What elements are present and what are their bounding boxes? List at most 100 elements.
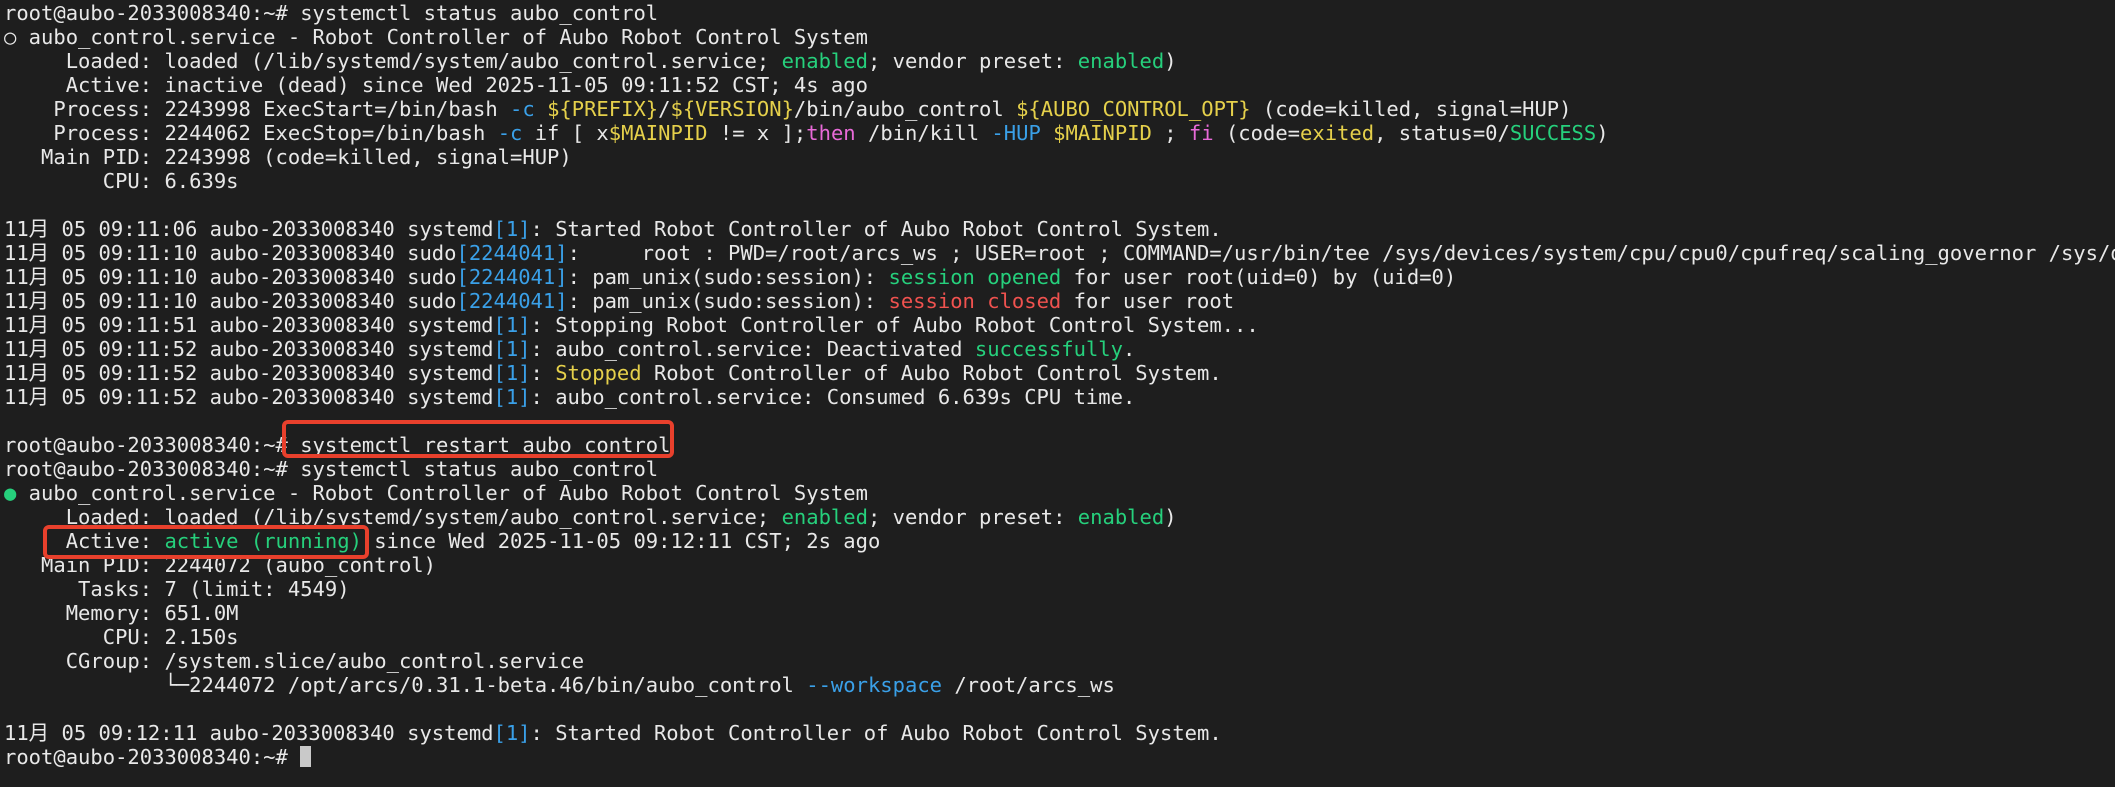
terminal-text-segment: 11月 05 09:11:52 aubo-2033008340 systemd — [4, 337, 494, 361]
terminal-text-segment: for user root — [1061, 289, 1235, 313]
terminal-text-segment: (code= — [1213, 121, 1301, 145]
terminal-text-segment: --workspace — [806, 673, 942, 697]
terminal-line-status-header: ○ aubo_control.service - Robot Controlle… — [4, 25, 2115, 49]
terminal-text-segment: Tasks: 7 (limit: 4549) — [4, 577, 350, 601]
terminal-line-log: 11月 05 09:11:52 aubo-2033008340 systemd[… — [4, 361, 2115, 385]
terminal-text-segment: active (running) — [164, 529, 362, 553]
terminal-text-segment: ${AUBO_CONTROL_OPT} — [1016, 97, 1251, 121]
terminal-line-status: Loaded: loaded (/lib/systemd/system/aubo… — [4, 49, 2115, 73]
terminal-text-segment: [1] — [493, 721, 531, 745]
terminal-text-segment: (code=killed, signal=HUP) — [1250, 97, 1572, 121]
terminal-text-segment: [2244041] — [456, 265, 568, 289]
terminal-text-segment: 11月 05 09:11:52 aubo-2033008340 systemd — [4, 385, 494, 409]
terminal-line-status: Main PID: 2244072 (aubo_control) — [4, 553, 2115, 577]
terminal-text-segment: 11月 05 09:11:52 aubo-2033008340 systemd — [4, 361, 494, 385]
terminal-text-segment: [2244041] — [456, 289, 568, 313]
terminal-text-segment: ; — [1151, 121, 1189, 145]
terminal-text-segment: ${PREFIX} — [547, 97, 659, 121]
terminal-text-segment: Memory: 651.0M — [4, 601, 239, 625]
terminal-text-segment: session closed — [888, 289, 1062, 313]
terminal-text-segment: Process: 2244062 ExecStop=/bin/bash — [4, 121, 498, 145]
terminal-text-segment: [2244041] — [456, 241, 568, 265]
terminal-text-segment: Process: 2243998 ExecStart=/bin/bash — [4, 97, 511, 121]
terminal-text-segment: ) — [1596, 121, 1609, 145]
terminal-text-segment: : aubo_control.service: Deactivated — [530, 337, 975, 361]
terminal-text-segment: [1] — [493, 337, 531, 361]
terminal-text-segment: / — [658, 97, 671, 121]
terminal-text-segment: Stopped — [555, 361, 642, 385]
terminal-text-segment — [1041, 121, 1053, 145]
terminal-text-segment: != x ]; — [707, 121, 807, 145]
terminal-line-blank — [4, 193, 2115, 217]
terminal-line-status: Active: active (running) since Wed 2025-… — [4, 529, 2115, 553]
terminal-text-segment: [1] — [493, 385, 531, 409]
terminal-line-status: Tasks: 7 (limit: 4549) — [4, 577, 2115, 601]
terminal-line-blank — [4, 409, 2115, 433]
terminal-text-segment: enabled — [781, 49, 868, 73]
terminal-line-status: Memory: 651.0M — [4, 601, 2115, 625]
terminal-text-segment: 11月 05 09:11:10 aubo-2033008340 sudo — [4, 265, 457, 289]
terminal-text-segment: CPU: 6.639s — [4, 169, 239, 193]
terminal-text-segment: : Started Robot Controller of Aubo Robot… — [530, 217, 1222, 241]
terminal-text-segment: fi — [1188, 121, 1214, 145]
terminal-line-log: 11月 05 09:11:10 aubo-2033008340 sudo[224… — [4, 289, 2115, 313]
terminal-line-log: 11月 05 09:11:52 aubo-2033008340 systemd[… — [4, 337, 2115, 361]
terminal-line-status: CPU: 2.150s — [4, 625, 2115, 649]
terminal-line-blank — [4, 697, 2115, 721]
terminal-line-log: 11月 05 09:11:10 aubo-2033008340 sudo[224… — [4, 265, 2115, 289]
terminal-text-segment: : pam_unix(sudo:session): — [567, 289, 889, 313]
terminal-line-status: CPU: 6.639s — [4, 169, 2115, 193]
terminal-text-segment: then — [806, 121, 856, 145]
terminal-line-status: Main PID: 2243998 (code=killed, signal=H… — [4, 145, 2115, 169]
terminal-text-segment: : root : PWD=/root/arcs_ws ; USER=root ;… — [567, 241, 2115, 265]
terminal-text-segment: /bin/aubo_control — [793, 97, 1017, 121]
terminal-text-segment: [1] — [493, 217, 531, 241]
terminal-line-prompt: root@aubo-2033008340:~# systemctl status… — [4, 1, 2115, 25]
terminal-cursor — [300, 746, 312, 767]
terminal-text-segment: Loaded: loaded (/lib/systemd/system/aubo… — [4, 505, 782, 529]
terminal-line-prompt: root@aubo-2033008340:~# systemctl status… — [4, 457, 2115, 481]
terminal-text-segment: ${VERSION} — [670, 97, 794, 121]
terminal-text-segment: : Started Robot Controller of Aubo Robot… — [530, 721, 1222, 745]
terminal-text-segment: for user root(uid=0) by (uid=0) — [1061, 265, 1457, 289]
terminal-text-segment: : aubo_control.service: Consumed 6.639s … — [530, 385, 1136, 409]
terminal-text-segment: SUCCESS — [1509, 121, 1597, 145]
terminal-line-status-header: ● aubo_control.service - Robot Controlle… — [4, 481, 2115, 505]
terminal-text-segment: [1] — [493, 361, 531, 385]
terminal-text-segment: session opened — [888, 265, 1062, 289]
terminal-text-segment: Main PID: 2244072 (aubo_control) — [4, 553, 436, 577]
terminal-text-segment: root@aubo-2033008340:~# systemctl status… — [4, 457, 659, 481]
terminal-line-prompt-active: root@aubo-2033008340:~# — [4, 745, 2115, 769]
terminal-text-segment: $MAINPID — [608, 121, 708, 145]
terminal-text-segment: ; vendor preset: — [867, 505, 1078, 529]
terminal-text-segment: , status=0/ — [1374, 121, 1510, 145]
terminal-output[interactable]: root@aubo-2033008340:~# systemctl status… — [4, 1, 2115, 787]
terminal-text-segment: Loaded: loaded (/lib/systemd/system/aubo… — [4, 49, 782, 73]
terminal-text-segment: ● — [4, 481, 17, 505]
terminal-line-status: Process: 2243998 ExecStart=/bin/bash -c … — [4, 97, 2115, 121]
terminal-text-segment: if [ x — [522, 121, 609, 145]
terminal-line-log: 11月 05 09:11:52 aubo-2033008340 systemd[… — [4, 385, 2115, 409]
terminal-text-segment: since Wed 2025-11-05 09:12:11 CST; 2s ag… — [361, 529, 881, 553]
terminal-text-segment: 11月 05 09:11:51 aubo-2033008340 systemd — [4, 313, 494, 337]
terminal-text-segment: ) — [1164, 49, 1177, 73]
terminal-text-segment: 11月 05 09:11:10 aubo-2033008340 sudo — [4, 241, 457, 265]
terminal-line-status: CGroup: /system.slice/aubo_control.servi… — [4, 649, 2115, 673]
terminal-text-segment: enabled — [1077, 49, 1165, 73]
terminal-text-segment: : Stopping Robot Controller of Aubo Robo… — [530, 313, 1259, 337]
terminal-text-segment: root@aubo-2033008340:~# systemctl status… — [4, 1, 659, 25]
terminal-line-status: Loaded: loaded (/lib/systemd/system/aubo… — [4, 505, 2115, 529]
terminal-text-segment: . — [1122, 337, 1136, 361]
terminal-text-segment: Active: — [4, 529, 165, 553]
terminal-text-segment: ; vendor preset: — [867, 49, 1078, 73]
terminal-text-segment: $MAINPID — [1053, 121, 1152, 145]
terminal-text-segment: Active: inactive (dead) since Wed 2025-1… — [4, 73, 868, 97]
terminal-text-segment: /root/arcs_ws — [942, 673, 1115, 697]
terminal-text-segment: /bin/kill — [855, 121, 992, 145]
terminal-text-segment: Main PID: 2243998 (code=killed, signal=H… — [4, 145, 572, 169]
terminal-text-segment: : — [530, 361, 556, 385]
terminal-text-segment: CGroup: /system.slice/aubo_control.servi… — [4, 649, 585, 673]
terminal-text-segment: enabled — [781, 505, 868, 529]
terminal-text-segment: -c — [510, 97, 535, 121]
terminal-text-segment: successfully — [974, 337, 1123, 361]
